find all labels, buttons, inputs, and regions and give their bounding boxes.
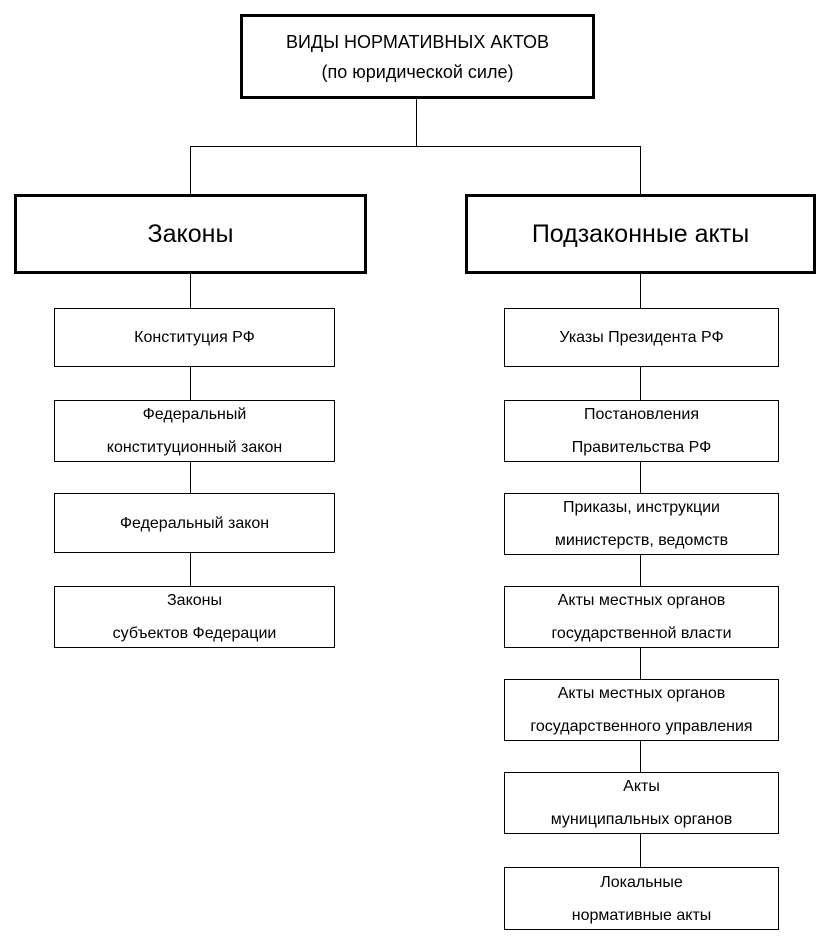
sublaw-item-government-resolutions: Постановления Правительства РФ — [504, 400, 779, 462]
law-item-constitution: Конституция РФ — [54, 308, 335, 367]
law-item-federal-law: Федеральный закон — [54, 493, 335, 553]
connector-right-spine — [640, 272, 641, 872]
connector-horizontal — [190, 146, 641, 147]
sublaw-item-label: министерств, ведомств — [554, 532, 729, 549]
sublaw-item-label: государственной власти — [551, 625, 732, 642]
connector-to-sublaws — [640, 146, 641, 195]
root-subtitle: (по юридической силе) — [321, 61, 514, 82]
sublaw-item-local-normative-acts: Локальные нормативные акты — [504, 867, 779, 930]
sublaw-item-label: нормативные акты — [571, 906, 712, 924]
sublaw-item-label: государственного управления — [530, 718, 753, 735]
sublaw-item-ministry-orders: Приказы, инструкции министерств, ведомст… — [504, 493, 779, 555]
category-sublaws: Подзаконные акты — [465, 194, 816, 274]
connector-root-down — [416, 97, 417, 147]
sublaw-item-label: Акты местных органов — [557, 592, 726, 609]
category-sublaws-label: Подзаконные акты — [531, 219, 750, 248]
sublaw-item-label: Приказы, инструкции — [563, 499, 720, 516]
category-laws-label: Законы — [147, 219, 234, 248]
sublaw-item-label: Правительства РФ — [571, 439, 712, 456]
sublaw-item-label: Акты — [623, 778, 660, 795]
sublaw-item-local-state-power: Акты местных органов государственной вла… — [504, 586, 779, 648]
law-item-label: Федеральный закон — [119, 514, 270, 532]
sublaw-item-label: Указы Президента РФ — [559, 329, 724, 346]
law-item-label: субъектов Федерации — [112, 625, 277, 642]
category-laws: Законы — [14, 194, 367, 274]
sublaw-item-municipal-acts: Акты муниципальных органов — [504, 772, 779, 834]
root-title: ВИДЫ НОРМАТИВНЫХ АКТОВ — [285, 31, 550, 52]
law-item-label: конституционный закон — [106, 439, 283, 456]
sublaw-item-label: Локальные — [600, 873, 683, 891]
sublaw-item-local-state-administration: Акты местных органов государственного уп… — [504, 679, 779, 741]
connector-to-laws — [190, 146, 191, 195]
sublaw-item-label: Постановления — [584, 406, 699, 423]
law-item-federal-constitutional-law: Федеральный конституционный закон — [54, 400, 335, 462]
sublaw-item-presidential-decrees: Указы Президента РФ — [504, 308, 779, 367]
sublaw-item-label: муниципальных органов — [550, 811, 733, 828]
law-item-subject-laws: Законы субъектов Федерации — [54, 586, 335, 648]
law-item-label: Законы — [167, 592, 222, 609]
root-box: ВИДЫ НОРМАТИВНЫХ АКТОВ (по юридической с… — [240, 14, 595, 99]
law-item-label: Федеральный — [142, 406, 247, 423]
law-item-label: Конституция РФ — [134, 329, 255, 346]
sublaw-item-label: Акты местных органов — [557, 685, 726, 702]
